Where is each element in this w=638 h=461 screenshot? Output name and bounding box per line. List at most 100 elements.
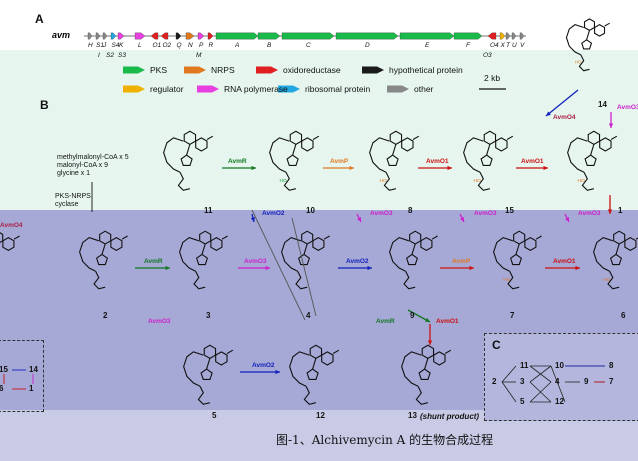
compound-number: 15: [505, 206, 514, 215]
scale-bar-label: 2 kb: [484, 73, 501, 83]
gene-arrow-S1: [95, 32, 101, 40]
gene-arrow-S4: [110, 32, 117, 40]
gene-label-T: T: [506, 42, 510, 49]
gene-label-Q: Q: [176, 42, 182, 49]
gene-arrow-L: [134, 32, 146, 40]
left-box-node-1: 1: [29, 384, 34, 393]
legend-arrows: [123, 66, 506, 93]
reaction-arrow: [545, 89, 579, 117]
molecule-structure: [79, 230, 128, 290]
legend-swatch: [123, 66, 145, 74]
gene-arrow-K: [117, 32, 125, 40]
gene-label-L: L: [138, 42, 142, 49]
gene-arrow-H: [87, 32, 93, 40]
gene-sublabel: S3: [118, 52, 126, 59]
molecule-structure: HO: [369, 130, 420, 191]
compound-number: 14: [598, 100, 607, 109]
network-node-2: 2: [492, 377, 497, 386]
gene-arrow-A: [215, 32, 259, 40]
enzyme-avmO2: AvmO2: [252, 362, 275, 369]
legend-label: other: [414, 84, 434, 94]
gene-arrow-O2: [160, 32, 169, 40]
enzyme-avmO3: AvmO3: [578, 210, 601, 217]
enzyme-avmP: AvmP: [452, 258, 471, 265]
network-edge: [501, 365, 517, 383]
left-box-node-6: 6: [0, 384, 4, 393]
gene-label-H: H: [88, 42, 93, 49]
molecule-structure: HO: [493, 230, 542, 290]
enzyme-avmO1: AvmO1: [436, 318, 459, 325]
network-edge: [550, 365, 566, 403]
gene-label-X: X: [500, 42, 505, 49]
gene-label-E: E: [425, 42, 430, 49]
network-node-5: 5: [520, 397, 525, 406]
gene-label-O1: O1: [152, 42, 162, 49]
gene-label-C: C: [306, 42, 311, 49]
panel-c-box: [484, 333, 638, 421]
molecule-structure: HO: [593, 230, 638, 290]
molecule-structure: HO: [269, 130, 320, 191]
enzyme-avmO3: AvmO3: [474, 210, 497, 217]
shunt-product-label: (shunt product): [420, 412, 480, 421]
compound-number: 7: [510, 311, 515, 320]
gene-sublabel: I: [98, 52, 100, 59]
gene-arrow-T: [505, 32, 511, 40]
gene-arrows: [84, 32, 526, 40]
compound-number: 1: [618, 206, 623, 215]
gene-arrow-B: [257, 32, 281, 40]
molecule-structure: [389, 230, 438, 290]
enzyme-avmO2: AvmO2: [262, 210, 285, 217]
molecule-structure: [183, 344, 234, 405]
enzyme-avmP: AvmP: [330, 158, 349, 165]
enzyme-avmO2: AvmO2: [346, 258, 369, 265]
precursor-glycine: glycine x 1: [57, 170, 91, 177]
compound-number: 5: [212, 411, 217, 420]
compound-number: 8: [408, 206, 413, 215]
gene-arrow-F: [453, 32, 483, 40]
precursor-malonyl: malonyl-CoA x 9: [57, 162, 108, 169]
gene-arrow-O1: [150, 32, 159, 40]
legend-label: oxidoreductase: [283, 65, 341, 75]
legend-swatch: [362, 66, 384, 74]
gene-sublabel: O3: [483, 52, 492, 59]
molecule-structure: HO: [567, 130, 618, 191]
network-edge: [501, 381, 517, 403]
svg-text:HO: HO: [603, 277, 610, 283]
cyclase-label: PKS-NRPS cyclase: [55, 193, 91, 208]
legend-swatch: [184, 66, 206, 74]
precursor-methylmalonyl: methylmalonyl-CoA x 5: [57, 154, 129, 161]
svg-text:HO: HO: [379, 178, 387, 184]
gene-label-F: F: [466, 42, 470, 49]
gene-label-K: K: [119, 42, 124, 49]
gene-arrow-R: [207, 32, 214, 40]
legend-label: NRPS: [211, 65, 235, 75]
network-node-3: 3: [520, 377, 525, 386]
network-node-8: 8: [609, 361, 614, 370]
compound-number: 2: [103, 311, 108, 320]
gene-label-N: N: [188, 42, 193, 49]
gene-label-O2: O2: [162, 42, 172, 49]
gene-arrow-J: [102, 32, 108, 40]
molecule-structure: [179, 230, 228, 290]
mint-band: [0, 50, 638, 210]
molecule-structure: HO: [565, 18, 610, 72]
panel-b-label: B: [40, 98, 49, 112]
molecule-structure: [0, 232, 20, 259]
gene-cluster-title: avm: [52, 30, 71, 40]
molecule-structure: [289, 344, 340, 405]
svg-text:HO: HO: [503, 277, 510, 283]
enzyme-avmO3: AvmO3: [370, 210, 393, 217]
panel-a-label: A: [35, 12, 44, 26]
legend-swatch: [278, 85, 300, 93]
compound-number: 10: [306, 206, 315, 215]
molecule-structure: [401, 344, 452, 405]
compound-number: 11: [204, 206, 213, 215]
network-edge: [529, 365, 552, 383]
enzyme-avmR: AvmR: [376, 318, 395, 325]
network-node-7: 7: [609, 377, 614, 386]
enzyme-avmO1: AvmO1: [426, 158, 449, 165]
network-node-9: 9: [584, 377, 589, 386]
gene-arrow-N: [185, 32, 195, 40]
gene-label-O4: O4: [490, 42, 499, 49]
